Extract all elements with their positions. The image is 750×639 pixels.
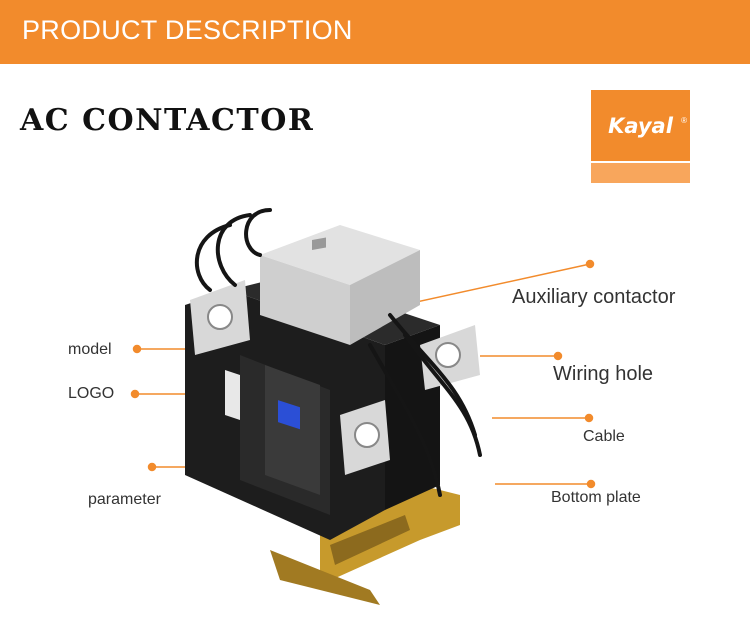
logo-registered-mark: ®: [681, 116, 687, 125]
contactor-body: [185, 275, 440, 540]
logo-text: Kayal: [608, 114, 673, 138]
page-title: AC CONTACTOR: [20, 103, 315, 138]
logo-bottom-strip: [591, 163, 690, 183]
auxiliary-contactor: [260, 225, 420, 345]
header-banner: PRODUCT DESCRIPTION: [0, 0, 750, 64]
callout-cable: Cable: [583, 428, 625, 445]
ac-contactor-illustration: [185, 208, 482, 605]
callout-model: model: [68, 341, 112, 358]
callout-auxiliary-contactor: Auxiliary contactor: [512, 286, 676, 308]
callout-parameter: parameter: [88, 491, 161, 508]
callout-bottom-plate: Bottom plate: [551, 489, 641, 506]
logo-top-panel: Kayal ®: [591, 90, 690, 163]
callout-wiring-hole: Wiring hole: [553, 363, 654, 385]
banner-title: PRODUCT DESCRIPTION: [22, 15, 353, 45]
terminals: [190, 280, 480, 475]
callout-logo: LOGO: [68, 385, 115, 402]
brand-logo: Kayal ®: [591, 90, 690, 183]
cables: [195, 208, 482, 497]
